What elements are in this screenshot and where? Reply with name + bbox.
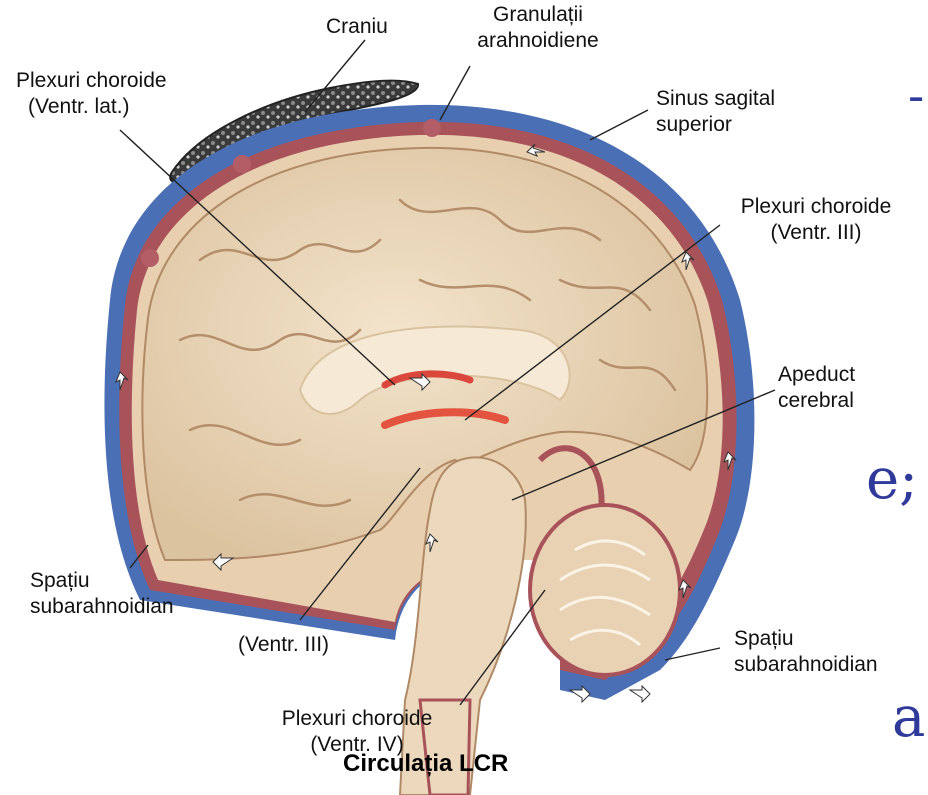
label-sinus-line2: superior — [656, 112, 775, 138]
cerebellum — [530, 505, 680, 675]
label-sinus-line1: Sinus sagital — [656, 86, 775, 112]
label-plexuri-ventr-lat-line2: (Ventr. lat.) — [16, 94, 167, 120]
label-craniu: Craniu — [326, 14, 388, 40]
label-plexuri-ventr-iii-line1: Plexuri choroide — [716, 194, 916, 220]
slide-text-fragment-mid: e; — [866, 452, 918, 508]
label-granulatii: Granulații arahnoidiene — [468, 2, 608, 54]
label-granulatii-line1: Granulații — [468, 2, 608, 28]
label-spatiu-left-line1: Spațiu — [30, 568, 174, 594]
label-apeduct-line2: cerebral — [778, 388, 855, 414]
label-spatiu-left-line2: subarahnoidian — [30, 594, 174, 620]
label-spatiu-right: Spațiu subarahnoidian — [734, 626, 878, 678]
label-plexuri-ventr-iii: Plexuri choroide (Ventr. III) — [716, 194, 916, 246]
label-apeduct-line1: Apeduct — [778, 362, 855, 388]
label-spatiu-right-line2: subarahnoidian — [734, 652, 878, 678]
label-spatiu-left: Spațiu subarahnoidian — [30, 568, 174, 620]
label-plexuri-ventr-iv-line1: Plexuri choroide — [252, 706, 462, 732]
label-plexuri-ventr-lat: Plexuri choroide (Ventr. lat.) — [16, 68, 167, 120]
label-apeduct: Apeduct cerebral — [778, 362, 855, 414]
label-plexuri-ventr-lat-line1: Plexuri choroide — [16, 68, 167, 94]
figure-caption: Circulația LCR — [343, 750, 508, 778]
label-plexuri-ventr-iii-line2: (Ventr. III) — [716, 220, 916, 246]
label-spatiu-right-line1: Spațiu — [734, 626, 878, 652]
label-granulatii-line2: arahnoidiene — [468, 28, 608, 54]
label-ventr-iii: (Ventr. III) — [238, 632, 329, 658]
label-sinus-sagital: Sinus sagital superior — [656, 86, 775, 138]
slide-text-fragment-top: - — [908, 68, 924, 124]
slide-text-fragment-bottom: a — [892, 690, 925, 746]
